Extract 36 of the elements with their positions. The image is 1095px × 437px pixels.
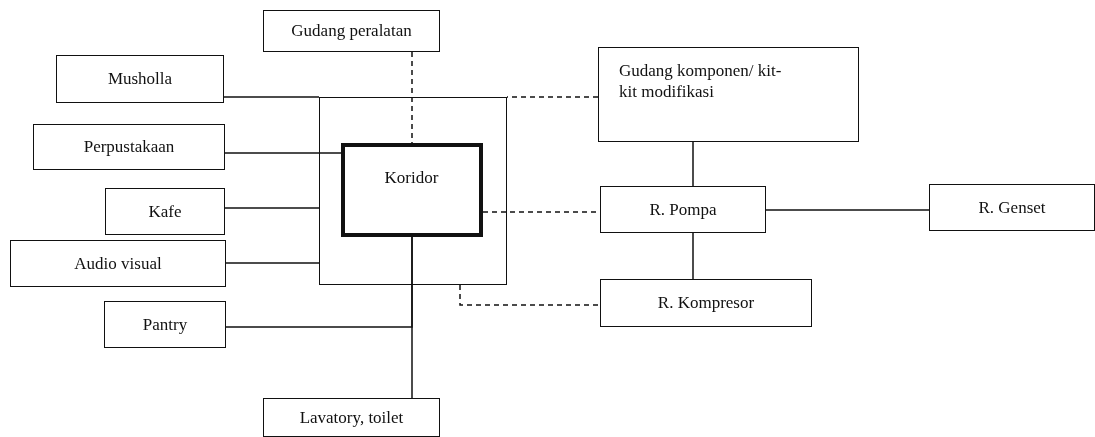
room-box <box>929 184 1095 231</box>
room-box <box>263 10 440 52</box>
room-box <box>600 279 812 327</box>
room-box <box>263 398 440 437</box>
connector-line <box>765 209 930 211</box>
room-label: Audio visual <box>74 252 162 275</box>
connector-line <box>224 152 342 154</box>
room-label: Kafe <box>148 200 182 223</box>
room-box <box>600 186 766 233</box>
connector-line <box>225 262 320 264</box>
connector-line <box>459 284 601 306</box>
room-label: Perpustakaan <box>83 136 175 158</box>
room-box <box>33 124 225 170</box>
connector-line <box>224 207 320 209</box>
room-label: Musholla <box>107 68 173 90</box>
connector-line <box>692 232 694 280</box>
room-box <box>10 240 226 287</box>
connector-line <box>223 96 320 98</box>
room-label: Koridor <box>384 166 439 188</box>
connector-line <box>411 51 413 144</box>
empty-box <box>319 97 507 285</box>
connector-line <box>506 96 599 98</box>
room-box <box>104 301 226 348</box>
room-label: Lavatory, toilet <box>299 406 404 429</box>
room-label: R. Pompa <box>649 198 717 221</box>
room-label: Gudang komponen/ kit-kit modifikasi <box>619 60 783 103</box>
room-label: R. Genset <box>978 196 1046 219</box>
room-box <box>105 188 225 235</box>
room-label: Gudang peralatan <box>291 20 412 42</box>
room-label: Pantry <box>142 313 188 336</box>
connector-line <box>692 141 694 187</box>
room-box <box>598 47 859 142</box>
room-box <box>340 142 483 237</box>
room-box <box>56 55 224 103</box>
room-label: R. Kompresor <box>657 292 755 314</box>
connector-line <box>411 236 413 399</box>
